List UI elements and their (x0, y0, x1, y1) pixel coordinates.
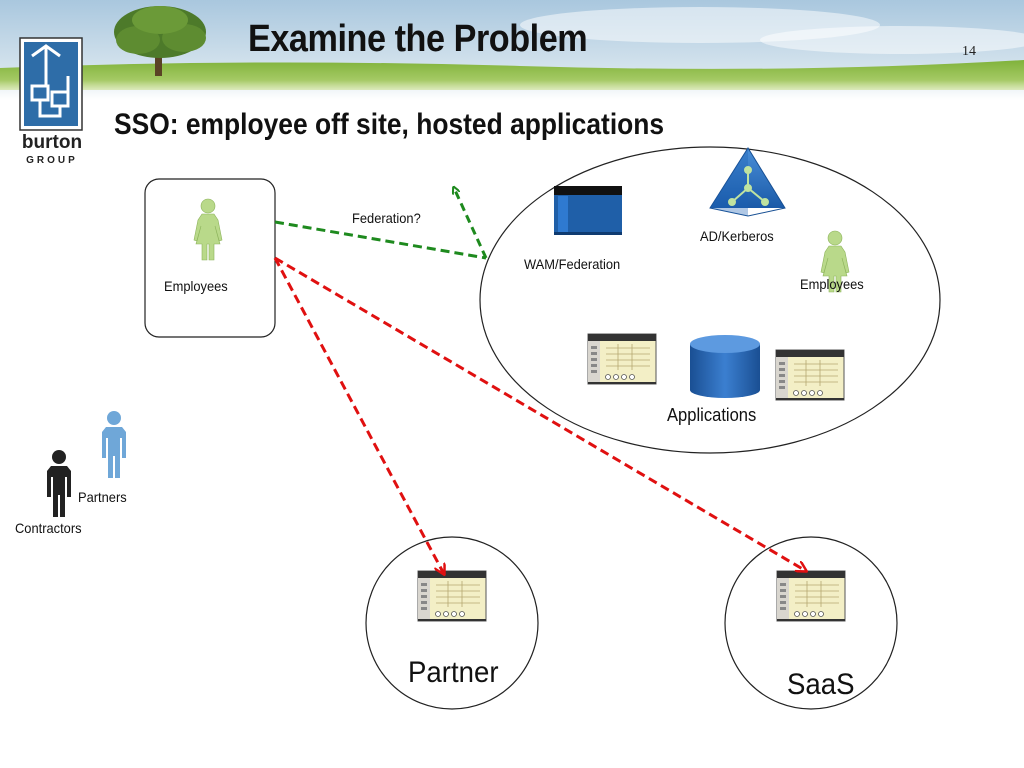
server-icon (554, 186, 622, 235)
application-window-icon (417, 570, 487, 622)
ad-kerberos-label: AD/Kerberos (700, 228, 774, 244)
saas-label: SaaS (787, 668, 855, 701)
tree-illustration (114, 6, 206, 76)
burton-group-logo: burton GROUP (12, 36, 92, 168)
employees-label: Employees (800, 276, 864, 292)
saas-circle (724, 536, 898, 710)
employees-label: Employees (164, 278, 228, 294)
directory-triangle-icon (709, 147, 786, 217)
partners-label: Partners (78, 489, 127, 505)
application-window-icon (775, 349, 845, 401)
partner-circle (365, 536, 539, 710)
slide-subtitle: SSO: employee off site, hosted applicati… (114, 108, 665, 141)
application-window-icon (776, 570, 846, 622)
red-arrow-to-partner (273, 257, 444, 574)
person-icon (102, 411, 126, 478)
database-icon (690, 335, 760, 398)
applications-label: Applications (667, 405, 757, 425)
partner-label: Partner (408, 656, 499, 689)
federation-arrow (454, 188, 488, 259)
contractors-label: Contractors (15, 520, 82, 536)
page-number: 14 (962, 44, 976, 59)
federation-label: Federation? (352, 210, 421, 226)
logo-wordmark: burton (22, 132, 82, 153)
person-icon (47, 450, 71, 517)
federation-dashed-line (274, 220, 487, 260)
wam-federation-label: WAM/Federation (524, 256, 621, 272)
logo-subword: GROUP (26, 155, 78, 166)
slide-title: Examine the Problem (248, 18, 588, 60)
application-window-icon (587, 333, 657, 385)
red-arrow-to-saas (274, 256, 806, 571)
header-banner (0, 0, 1024, 100)
